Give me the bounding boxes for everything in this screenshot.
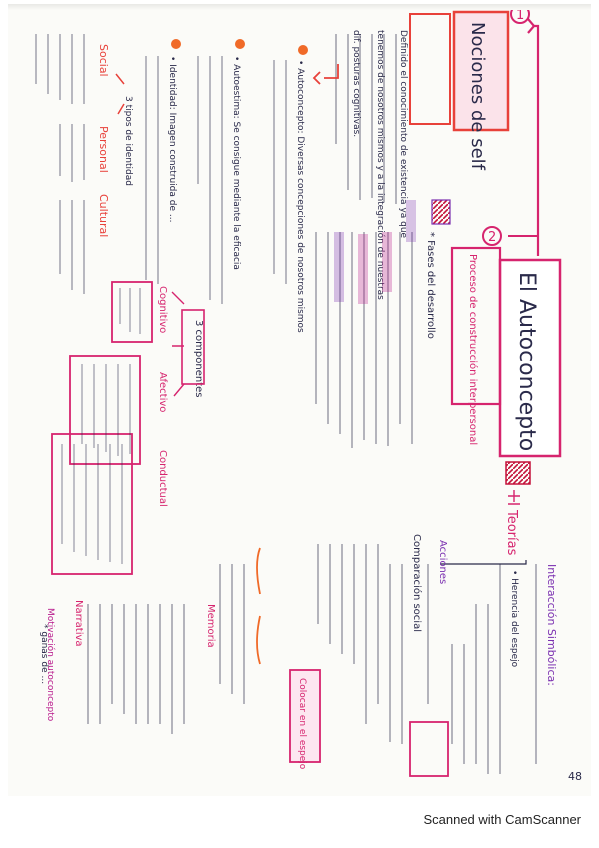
identidad-text <box>145 56 159 284</box>
autoestima-text <box>197 56 223 304</box>
proceso-title: Proceso de construcción interpersonal <box>467 254 479 445</box>
definition-line-2: tenemos de nosotros mismos y a la integr… <box>375 30 386 300</box>
main-title-box: El Autoconcepto <box>498 258 562 458</box>
interaccion-text <box>451 564 537 774</box>
teorias-text <box>317 544 429 744</box>
mind-map: El Autoconcepto Teorías 1 Nociones de se… <box>35 4 582 783</box>
comparacion-social: Comparación social <box>411 534 423 632</box>
motivacion-label: Motivación autoconcepto <box>45 608 56 722</box>
bullet-dot <box>298 45 308 55</box>
connector-arrowhead <box>527 18 536 34</box>
proceso-box: 2 Proceso de construcción interpersonal <box>450 226 502 445</box>
definition-text <box>335 34 397 204</box>
narrativa-label: Narrativa <box>73 600 84 647</box>
scanned-document: El Autoconcepto Teorías 1 Nociones de se… <box>8 4 591 796</box>
autoestima-def: • Autoestima: Se consigue mediante la ef… <box>231 56 241 270</box>
identidad-personal: Personal <box>97 126 110 173</box>
teorias-connector <box>440 560 527 565</box>
autoconcepto-text <box>273 60 287 284</box>
memoria-label: Memoria <box>205 604 216 648</box>
page-number: 48 <box>568 770 582 783</box>
componente-cognitivo: Cognitivo <box>157 286 168 333</box>
interaccion-simbolica: Interacción Simbólica: <box>545 564 558 686</box>
fases-text <box>315 232 413 448</box>
componente-conductual: Conductual <box>157 450 168 507</box>
componentes-arrow <box>171 291 185 397</box>
scan-edge-shadow <box>8 4 591 10</box>
espejo-box <box>409 721 449 777</box>
nociones-arrow <box>324 64 339 79</box>
identidad-social: Social <box>97 44 110 77</box>
tipos-arrow <box>115 73 125 115</box>
tipos-text <box>35 34 85 294</box>
componentes-title: 3 componentes <box>193 320 204 397</box>
fases-title: * Fases del desarrollo <box>425 232 436 339</box>
acciones-label: Acciones <box>437 540 448 584</box>
step-number-1: 1 <box>516 8 524 23</box>
bullet-dot <box>235 39 245 49</box>
nociones-box: 1 Nociones de self <box>409 4 530 171</box>
autoconcepto-def: • Autoconcepto: Diversas concepciones de… <box>295 60 305 333</box>
componentes-boxes <box>51 281 153 575</box>
identidad-def: • Identidad: Imagen construida de ... <box>167 56 177 222</box>
nociones-arrowhead <box>312 71 321 85</box>
colocar-espejo: Colocar en el espejo <box>297 678 307 770</box>
herencia-espejo: • Herencia del espejo <box>509 570 519 668</box>
nociones-title: Nociones de self <box>467 22 488 171</box>
main-title: El Autoconcepto <box>514 272 539 451</box>
title-connector <box>534 24 540 256</box>
teorias-label: Teorías <box>504 490 520 556</box>
colocar-espejo-box <box>289 669 321 763</box>
componentes-text <box>61 288 141 564</box>
camscanner-watermark: Scanned with CamScanner <box>423 812 581 827</box>
fases-highlights <box>334 200 416 304</box>
componentes-box <box>181 309 205 385</box>
hatched-marker <box>505 461 531 485</box>
svg-text:Teorías: Teorías <box>504 509 519 556</box>
tipos-identidad: 3 tipos de identidad <box>123 96 133 186</box>
bullet-dot <box>171 39 181 49</box>
memoria-brace <box>256 547 261 665</box>
identidad-cultural: Cultural <box>97 194 110 237</box>
footnote: * ganas de ... <box>39 624 49 684</box>
fases-hatch <box>431 199 451 225</box>
componente-afectivo: Afectivo <box>157 372 168 412</box>
definition-line-1: Definido el conocimiento de existencia y… <box>398 30 408 239</box>
step-number-2: 2 <box>488 230 496 245</box>
definition-line-3: dif. posturas cognitivas. <box>351 30 361 137</box>
memoria-text <box>87 564 245 734</box>
